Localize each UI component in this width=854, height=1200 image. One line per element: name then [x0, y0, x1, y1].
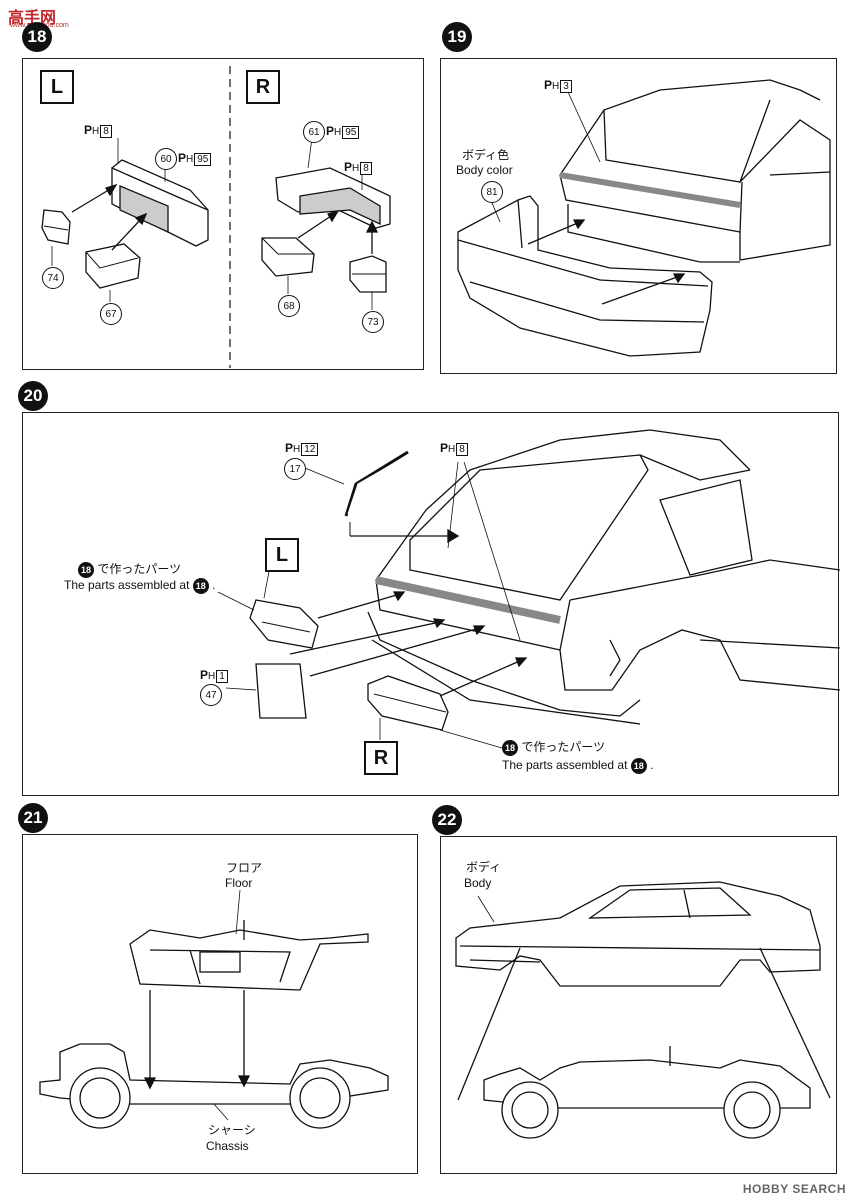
step-22-badge: 22 — [432, 805, 462, 835]
note-18-right-en: The parts assembled at 18 . — [502, 758, 654, 774]
chassis-label-jp: シャーシ — [208, 1123, 256, 1137]
right-side-tag-20: R — [364, 741, 398, 775]
left-side-tag: L — [40, 70, 74, 104]
part-74-callout: 74 — [42, 267, 64, 289]
part-17-callout: 17 — [284, 458, 306, 480]
step-21-badge: 21 — [18, 803, 48, 833]
step-20-panel — [22, 412, 839, 796]
note-18-left-jp: 18 で作ったパーツ — [78, 562, 181, 578]
body-color-en: Body color — [456, 163, 513, 177]
part-47-callout: 47 — [200, 684, 222, 706]
chassis-label-en: Chassis — [206, 1139, 249, 1153]
part-81-callout: 81 — [481, 181, 503, 203]
floor-label-en: Floor — [225, 876, 253, 890]
left-side-tag-20: L — [265, 538, 299, 572]
body-color-jp: ボディ色 — [462, 148, 510, 162]
hobby-search-logo: HOBBY SEARCH — [742, 1182, 846, 1196]
part-60-callout: 60 — [155, 148, 177, 170]
step-20-badge: 20 — [18, 381, 48, 411]
floor-label-jp: フロア — [226, 861, 263, 875]
part-61-callout: 61 — [303, 121, 325, 143]
part-73-callout: 73 — [362, 311, 384, 333]
part-67-callout: 67 — [100, 303, 122, 325]
part-68-callout: 68 — [278, 295, 300, 317]
step-19-badge: 19 — [442, 22, 472, 52]
right-side-tag: R — [246, 70, 280, 104]
step-18-badge: 18 — [22, 22, 52, 52]
note-18-left-en: The parts assembled at 18 . — [64, 578, 216, 594]
note-18-right-jp: 18 で作ったパーツ — [502, 740, 605, 756]
body-label-en: Body — [464, 876, 492, 890]
body-label-jp: ボディ — [466, 860, 502, 874]
